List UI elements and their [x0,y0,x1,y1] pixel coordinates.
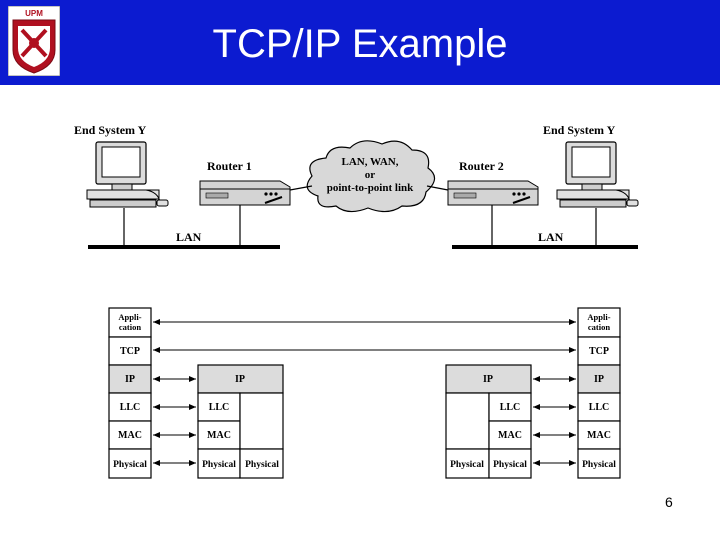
left-host-stack [108,307,152,479]
router2-phys-b: Physical [493,460,527,470]
router2-icon [447,180,539,206]
router2-ip: IP [483,374,493,385]
logo-text: UPM [25,9,43,18]
left-host-label: End System Y [74,123,147,137]
router2-mac: MAC [498,430,522,441]
router2-phys-a: Physical [450,460,484,470]
cloud-line3: point-to-point link [327,182,414,194]
router1-ip: IP [235,374,245,385]
right-lan-label: LAN [538,230,564,244]
right-computer-icon [556,141,639,208]
left-llc: LLC [120,402,141,413]
right-appl-2: cation [588,322,610,332]
slide-title: TCP/IP Example [212,22,508,66]
cloud-line1: LAN, WAN, [342,156,399,168]
right-host-stack [577,307,621,479]
peer-arrows [153,319,576,466]
page-number: 6 [665,494,673,510]
left-appl-1: Appli- [118,312,141,322]
router2-stack [445,364,532,479]
router2-llc: LLC [500,402,521,413]
router1-stack [197,364,284,479]
right-phys: Physical [582,460,616,470]
right-mac: MAC [587,430,611,441]
left-mac: MAC [118,430,142,441]
network-cloud-icon [306,140,436,213]
right-appl-1: Appli- [587,312,610,322]
right-tcp: TCP [589,346,609,357]
left-tcp: TCP [120,346,140,357]
left-phys: Physical [113,460,147,470]
university-logo-icon: UPM [8,6,60,76]
router1-phys-b: Physical [245,460,279,470]
left-computer-icon [86,141,169,208]
right-llc: LLC [589,402,610,413]
right-ip: IP [594,374,604,385]
title-bar: UPM TCP/IP Example [0,0,720,85]
router1-label: Router 1 [207,159,252,173]
router1-mac: MAC [207,430,231,441]
right-host-label: End System Y [543,123,616,137]
left-lan-label: LAN [176,230,202,244]
left-appl-2: cation [119,322,141,332]
router1-phys-a: Physical [202,460,236,470]
cloud-line2: or [365,169,376,181]
router1-icon [199,180,291,206]
router2-label: Router 2 [459,159,504,173]
router1-llc: LLC [209,402,230,413]
left-ip: IP [125,374,135,385]
